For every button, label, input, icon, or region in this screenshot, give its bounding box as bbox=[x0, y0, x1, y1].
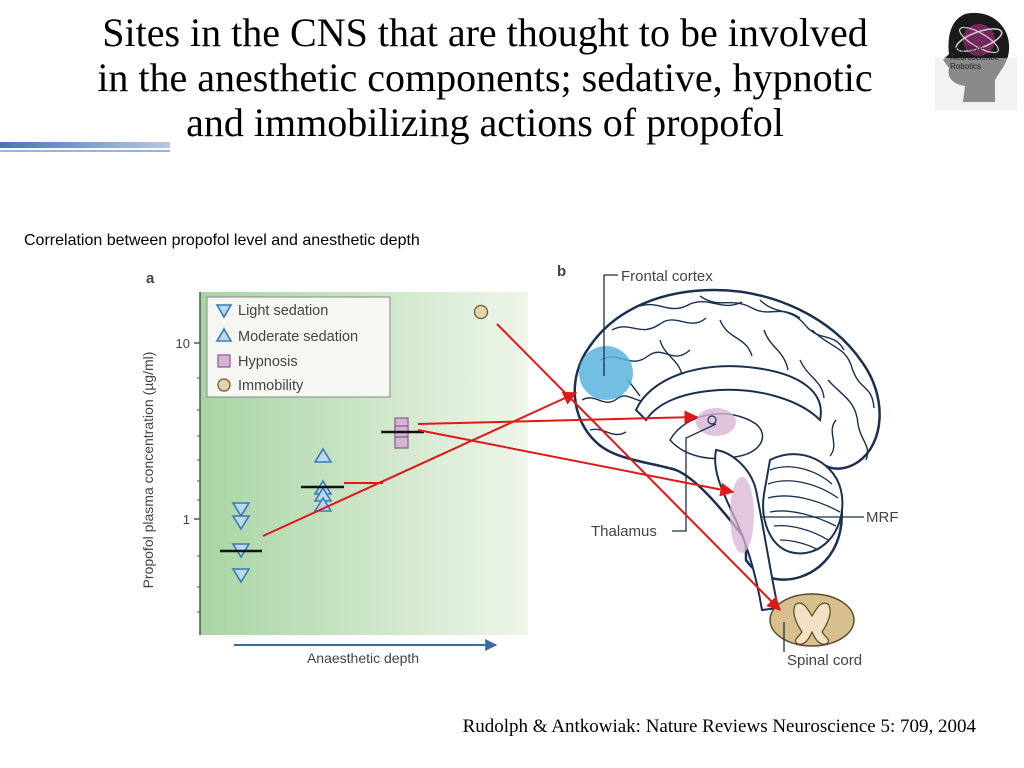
legend-moderate-sedation-marker bbox=[215, 327, 233, 342]
spinal-cord-section bbox=[769, 593, 855, 647]
panel-b-label: b bbox=[557, 263, 566, 280]
point-light-sedation bbox=[231, 502, 251, 518]
point-immobility bbox=[473, 304, 489, 320]
point-hypnosis bbox=[394, 436, 409, 449]
legend-immobility-marker bbox=[217, 378, 231, 392]
panel-b: b bbox=[557, 263, 899, 669]
panel-a: a 10 1 Propofol plasma concentration (µg… bbox=[140, 270, 528, 666]
legend-moderate-sedation-label: Moderate sedation bbox=[238, 329, 358, 345]
x-axis-label: Anaesthetic depth bbox=[307, 650, 419, 666]
legend: Light sedation Moderate sedation Hypnosi… bbox=[206, 296, 391, 398]
label-thalamus: Thalamus bbox=[591, 523, 657, 540]
arrow-hypnosis-to-mrf bbox=[417, 429, 735, 497]
title-line-3: and immobilizing actions of propofol bbox=[186, 100, 784, 146]
connection-arrows bbox=[262, 323, 781, 611]
mrf-highlight bbox=[730, 477, 754, 553]
point-light-sedation bbox=[231, 515, 251, 531]
y-minor-ticks bbox=[197, 377, 200, 613]
arrow-immobility-to-spinal-cord bbox=[496, 323, 781, 611]
slide-title: Sites in the CNS that are thought to be … bbox=[20, 10, 950, 146]
corpus-callosum bbox=[634, 365, 822, 423]
ytick-label-1: 1 bbox=[183, 512, 190, 527]
cerebellum-folia bbox=[767, 466, 841, 551]
label-frontal-cortex: Frontal cortex bbox=[621, 268, 713, 285]
thalamus-nucleus bbox=[707, 415, 717, 425]
label-mrf: MRF bbox=[866, 509, 899, 526]
title-line-1: Sites in the CNS that are thought to be … bbox=[102, 10, 868, 55]
citation: Rudolph & Antkowiak: Nature Reviews Neur… bbox=[462, 716, 976, 737]
figure-subtitle: Correlation between propofol level and a… bbox=[24, 232, 420, 249]
legend-hypnosis-marker bbox=[217, 354, 231, 368]
brain-head-logo-icon bbox=[935, 12, 1017, 110]
label-spinal-cord: Spinal cord bbox=[787, 652, 862, 669]
title-accent-line bbox=[0, 142, 170, 148]
y-axis-label: Propofol plasma concentration (µg/ml) bbox=[140, 352, 156, 589]
label-leaders bbox=[603, 274, 864, 652]
legend-box bbox=[206, 296, 391, 398]
panel-a-label: a bbox=[146, 270, 155, 287]
title-line-2: in the anesthetic components; sedative, … bbox=[97, 55, 873, 101]
point-moderate-sedation bbox=[313, 447, 333, 463]
arrow-light-sedation-to-frontal-cortex bbox=[262, 391, 578, 537]
logo-text-3: Robotics bbox=[950, 62, 982, 71]
point-light-sedation bbox=[231, 568, 251, 584]
light-sedation-points bbox=[231, 502, 251, 584]
ytick-label-10: 10 bbox=[176, 336, 190, 351]
legend-hypnosis-label: Hypnosis bbox=[238, 354, 298, 370]
title-accent-line-thin bbox=[0, 150, 170, 152]
logo-text-1: Cognitive bbox=[950, 44, 984, 53]
legend-light-sedation-label: Light sedation bbox=[238, 303, 328, 319]
legend-light-sedation-marker bbox=[215, 304, 233, 319]
arrow-hypnosis-to-thalamus bbox=[417, 410, 699, 425]
legend-immobility-label: Immobility bbox=[238, 378, 304, 394]
logo-text-2: Neuroscience bbox=[950, 53, 999, 62]
frontal-cortex-highlight bbox=[579, 346, 633, 400]
cerebellum bbox=[762, 453, 844, 555]
